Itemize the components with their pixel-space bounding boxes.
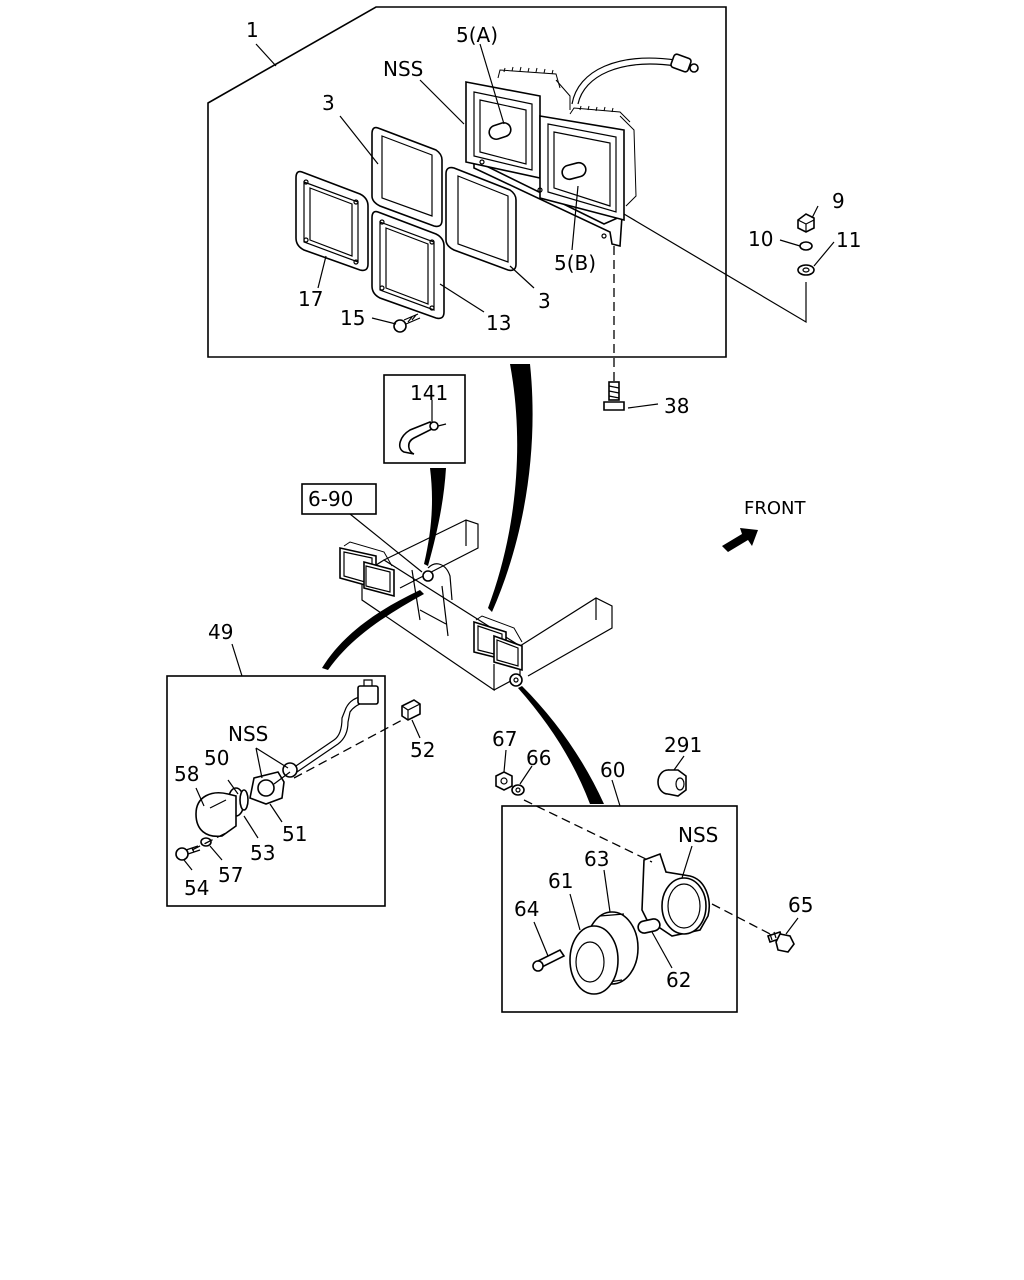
nut-9 bbox=[797, 213, 815, 233]
label-part-15: 15 bbox=[340, 306, 365, 330]
ref-6-90-box bbox=[301, 483, 423, 573]
label-part-62: 62 bbox=[666, 968, 691, 992]
label-part-65: 65 bbox=[788, 893, 813, 917]
nut-67 bbox=[495, 771, 513, 791]
label-part-3-upper: 3 bbox=[322, 91, 335, 115]
label-part-11: 11 bbox=[836, 228, 861, 252]
washer-66 bbox=[511, 784, 525, 796]
label-part-51: 51 bbox=[282, 822, 307, 846]
screw-15 bbox=[393, 313, 421, 333]
label-part-60: 60 bbox=[600, 758, 625, 782]
label-part-61: 61 bbox=[548, 869, 573, 893]
label-part-49: 49 bbox=[208, 620, 233, 644]
bolt-38 bbox=[603, 246, 625, 411]
label-part-5a: 5(A) bbox=[456, 23, 498, 47]
label-ref-6-90: 6-90 bbox=[308, 487, 353, 511]
lens-17 bbox=[295, 170, 369, 272]
label-part-13: 13 bbox=[486, 311, 511, 335]
label-nss-left: NSS bbox=[228, 722, 268, 746]
grommet-291 bbox=[657, 769, 687, 797]
label-part-3-lower: 3 bbox=[538, 289, 551, 313]
label-part-5b: 5(B) bbox=[554, 251, 596, 275]
label-part-63: 63 bbox=[584, 847, 609, 871]
back-lamp-box bbox=[501, 799, 775, 1013]
label-part-58: 58 bbox=[174, 762, 199, 786]
label-part-66: 66 bbox=[526, 746, 551, 770]
front-arrow-icon bbox=[722, 528, 758, 552]
lamp-assembly-box bbox=[207, 6, 727, 358]
lens-13 bbox=[371, 210, 445, 320]
label-part-141: 141 bbox=[410, 381, 448, 405]
washer-11 bbox=[797, 264, 815, 276]
label-part-53: 53 bbox=[250, 841, 275, 865]
gasket-3-left bbox=[371, 126, 443, 228]
label-part-67: 67 bbox=[492, 727, 517, 751]
label-part-57: 57 bbox=[218, 863, 243, 887]
label-part-54: 54 bbox=[184, 876, 209, 900]
washer-10 bbox=[799, 241, 813, 251]
label-part-52: 52 bbox=[410, 738, 435, 762]
label-nss-top: NSS bbox=[383, 57, 423, 81]
label-front: FRONT bbox=[744, 498, 806, 519]
label-part-38: 38 bbox=[664, 394, 689, 418]
part-labels: 1 5(A) NSS 3 3 5(B) 9 10 11 17 13 15 38 … bbox=[174, 18, 861, 992]
label-part-64: 64 bbox=[514, 897, 539, 921]
label-part-291: 291 bbox=[664, 733, 702, 757]
leader-lines bbox=[183, 43, 835, 969]
chassis-view bbox=[339, 519, 613, 692]
pointer-curves bbox=[322, 364, 604, 804]
lamp-housing bbox=[465, 53, 699, 248]
label-part-9: 9 bbox=[832, 189, 845, 213]
license-lamp-box bbox=[166, 675, 421, 907]
gasket-3-right bbox=[445, 166, 517, 272]
label-part-17: 17 bbox=[298, 287, 323, 311]
label-part-10: 10 bbox=[748, 227, 773, 251]
label-part-1: 1 bbox=[246, 18, 259, 42]
label-part-50: 50 bbox=[204, 746, 229, 770]
bolt-65 bbox=[766, 930, 795, 953]
clip-141-box bbox=[383, 374, 466, 464]
label-nss-right: NSS bbox=[678, 823, 718, 847]
